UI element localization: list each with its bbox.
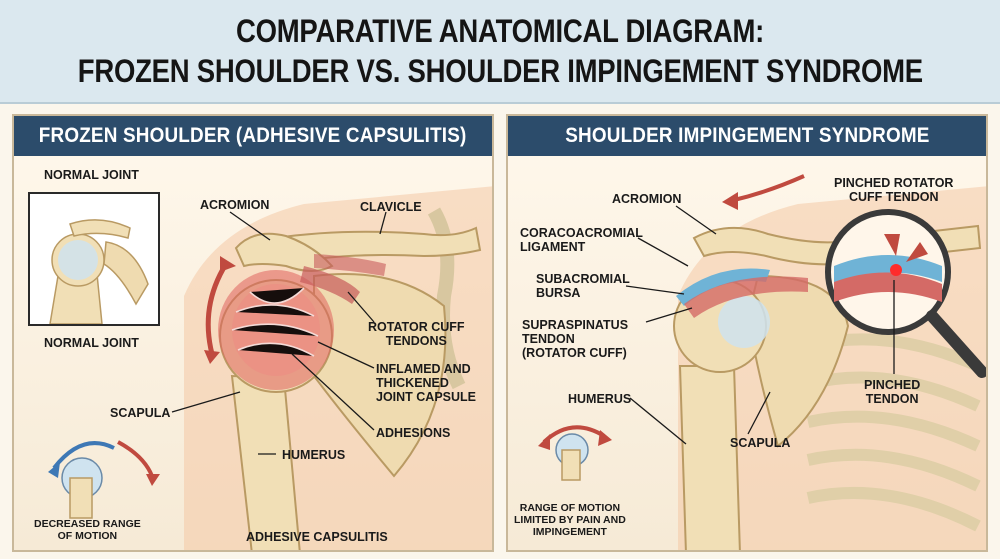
inflamed-label-line-2: THICKENED — [376, 376, 449, 390]
pinched-cuff-line-1: PINCHED ROTATOR — [834, 176, 954, 190]
normal-joint-inset — [28, 192, 160, 326]
frozen-shoulder-illustration — [48, 186, 492, 550]
frozen-shoulder-panel: FROZEN SHOULDER (ADHESIVE CAPSULITIS) NO… — [12, 114, 494, 552]
motion-arc-arrowhead-top — [220, 256, 236, 272]
clavicle-label: CLAVICLE — [360, 200, 422, 214]
rom-line-1: RANGE OF MOTION — [519, 502, 621, 514]
glenoid — [718, 296, 770, 348]
frozen-shoulder-header-text: FROZEN SHOULDER (ADHESIVE CAPSULITIS) — [39, 124, 467, 147]
leader-lines — [171, 211, 387, 455]
inflamed-capsule-label: INFLAMED AND THICKENED JOINT CAPSULE — [376, 362, 476, 404]
top-motion-arrow — [733, 174, 805, 202]
scapula-bone — [313, 273, 447, 478]
supraspinatus-tendon — [684, 276, 808, 318]
decreased-rom-line-1: DECREASED RANGE — [34, 518, 141, 530]
neck-bone — [427, 207, 466, 390]
adhesion-strands — [231, 287, 319, 357]
adhesive-capsulitis-footer: ADHESIVE CAPSULITIS — [246, 530, 388, 544]
title-line-2: FROZEN SHOULDER VS. SHOULDER IMPINGEMENT… — [77, 53, 923, 89]
title-band: COMPARATIVE ANATOMICAL DIAGRAM: FROZEN S… — [0, 0, 1000, 104]
humerus-bone — [678, 365, 741, 550]
humerus-label: HUMERUS — [568, 392, 632, 406]
limited-rom-label: RANGE OF MOTION LIMITED BY PAIN AND IMPI… — [514, 502, 626, 538]
rom-line-3: IMPINGEMENT — [532, 526, 607, 538]
rotator-cuff-tendon-2 — [314, 254, 386, 276]
scapula-label: SCAPULA — [730, 436, 791, 450]
scapula-bone — [746, 274, 850, 448]
supraspinatus-line-3: (ROTATOR CUFF) — [522, 346, 627, 360]
decreased-rom-line-2: OF MOTION — [57, 530, 118, 542]
decreased-rom-icon — [48, 440, 160, 519]
rotator-cuff-label-line-2: TENDONS — [385, 334, 447, 348]
adhesions-label: ADHESIONS — [376, 426, 451, 440]
decreased-rom-label: DECREASED RANGE OF MOTION — [34, 518, 141, 542]
normal-joint-illustration — [30, 194, 158, 325]
motion-arc-arrow — [205, 262, 229, 355]
impingement-illustration — [538, 174, 986, 550]
normal-joint-bottom-label: NORMAL JOINT — [44, 336, 139, 350]
coracoacromial-line-2: LIGAMENT — [520, 240, 586, 254]
subacromial-line-2: BURSA — [536, 286, 581, 300]
top-motion-arrowhead — [722, 192, 738, 210]
rotator-cuff-tendon — [300, 266, 360, 304]
scapula-label: SCAPULA — [110, 406, 171, 420]
subacromial-line-1: SUBACROMIAL — [536, 272, 630, 286]
frozen-shoulder-header: FROZEN SHOULDER (ADHESIVE CAPSULITIS) — [14, 116, 492, 156]
rotator-cuff-label: ROTATOR CUFF TENDONS — [368, 320, 465, 348]
pinched-tendon-line-2: TENDON — [865, 392, 919, 406]
motion-arc-arrowhead-bottom — [204, 350, 220, 364]
limited-rom-icon — [538, 425, 612, 481]
impingement-header: SHOULDER IMPINGEMENT SYNDROME — [508, 116, 986, 156]
humerus-label: HUMERUS — [282, 448, 346, 462]
supraspinatus-line-1: SUPRASPINATUS — [522, 318, 629, 332]
pinched-cuff-label: PINCHED ROTATOR CUFF TENDON — [834, 176, 953, 204]
title-line-1: COMPARATIVE ANATOMICAL DIAGRAM: — [235, 13, 765, 49]
subacromial-bursa — [676, 268, 770, 306]
coracoacromial-label: CORACOACROMIAL LIGAMENT — [520, 226, 643, 254]
acromion-label: ACROMION — [200, 198, 270, 212]
rotator-cuff-label-line-1: ROTATOR CUFF — [368, 320, 465, 334]
subacromial-bursa-label: SUBACROMIAL BURSA — [536, 272, 630, 300]
supraspinatus-line-2: TENDON — [522, 332, 575, 346]
impingement-header-text: SHOULDER IMPINGEMENT SYNDROME — [564, 124, 930, 147]
pinched-cuff-line-2: CUFF TENDON — [848, 190, 939, 204]
supraspinatus-label: SUPRASPINATUS TENDON (ROTATOR CUFF) — [522, 318, 628, 360]
rom-line-2: LIMITED BY PAIN AND — [514, 514, 626, 526]
inflamed-label-line-3: JOINT CAPSULE — [376, 390, 477, 404]
acromion-label: ACROMION — [612, 192, 682, 206]
normal-joint-top-label: NORMAL JOINT — [44, 168, 139, 182]
inflamed-label-line-1: INFLAMED AND — [376, 362, 471, 376]
pinched-tendon-label: PINCHED TENDON — [864, 378, 920, 406]
pinched-tendon-line-1: PINCHED — [864, 378, 921, 392]
leader-lines — [625, 205, 895, 445]
impingement-panel: SHOULDER IMPINGEMENT SYNDROME ACROMION P… — [506, 114, 988, 552]
magnifier-inset — [825, 209, 986, 378]
coracoacromial-line-1: CORACOACROMIAL — [520, 226, 643, 240]
